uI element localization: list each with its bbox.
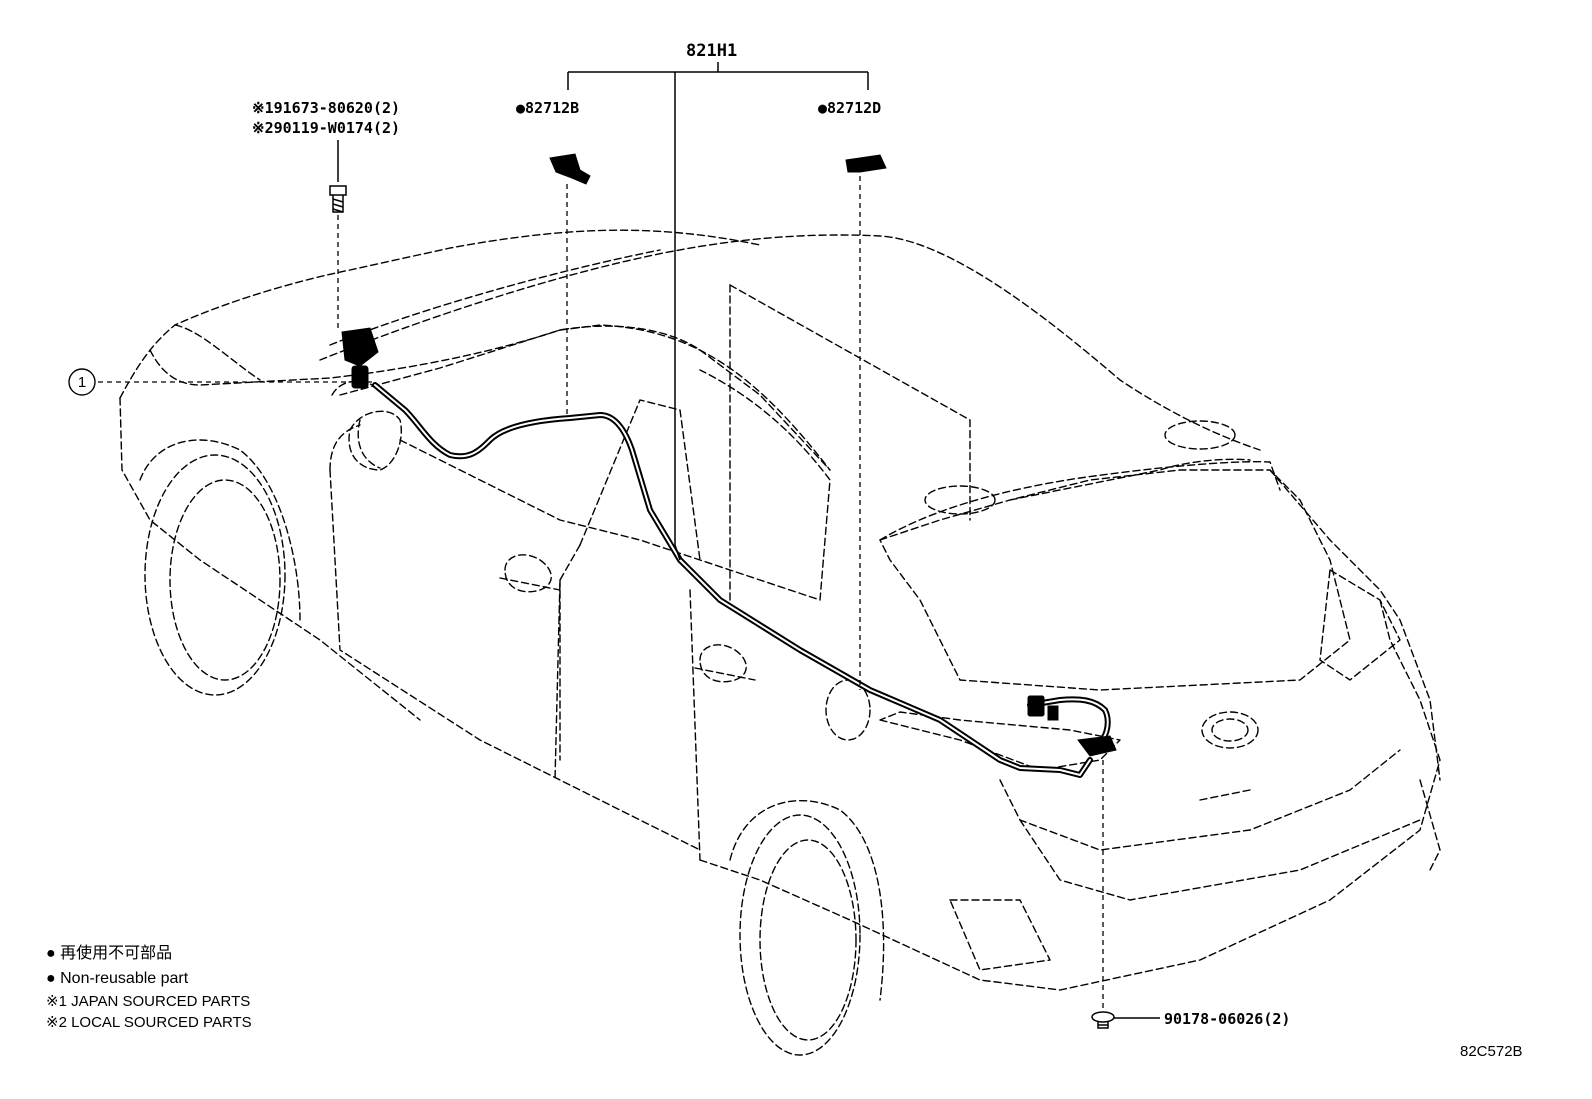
legend-en: ● Non-reusable part [46,970,189,987]
label-82712b: ●82712B [516,99,579,117]
legend-note-1: ※1 JAPAN SOURCED PARTS [46,993,250,1010]
clip-82712d-icon [845,154,887,173]
callout-labels: 821H1 ●82712B ●82712D ※191673-80620(2) ※… [68,41,1290,1028]
rear-connector-upper [1027,695,1045,717]
ref-circle-number: 1 [78,374,86,391]
screw-icon [1091,1011,1115,1029]
ref-circle [68,368,96,396]
label-screw: 90178-06026(2) [1164,1010,1290,1028]
legend: ● 再使用不可部品 ● Non-reusable part ※1 JAPAN S… [46,944,252,1031]
rear-connector-lower [1077,735,1117,757]
leader-lines [98,62,1160,1019]
wire-harness [341,327,1117,778]
front-connector [341,327,379,367]
label-821h1: 821H1 [686,41,737,61]
label-bolt-2: ※290119-W0174(2) [252,119,400,137]
figure-code: 82C572B [1460,1043,1523,1060]
clip-82712b-icon [549,153,591,185]
legend-note-2: ※2 LOCAL SOURCED PARTS [46,1014,252,1031]
legend-jp: ● 再使用不可部品 [46,944,172,962]
label-82712d: ●82712D [818,99,881,117]
car-outline [119,229,1441,1056]
label-bolt-1: ※191673-80620(2) [252,99,400,117]
bolt-icon [329,185,347,213]
